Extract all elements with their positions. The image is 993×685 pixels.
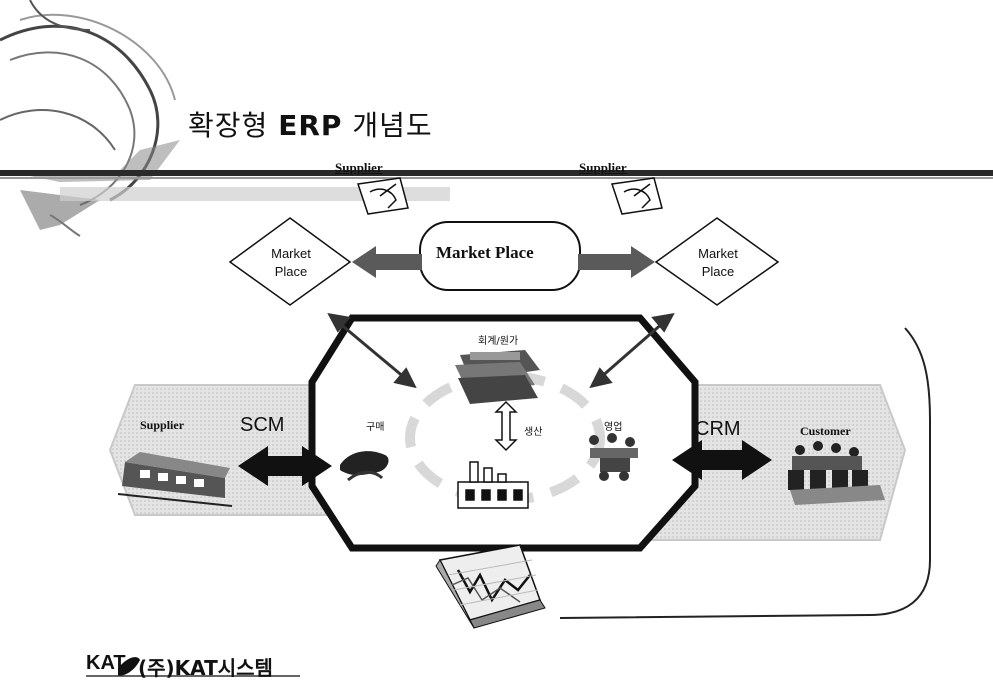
diagonal-arrow-left: [327, 313, 417, 389]
supplier-top-right-label: Supplier: [579, 160, 627, 175]
title-suffix: 개념도: [352, 109, 433, 142]
money-stack-icon: [455, 350, 540, 404]
market-place-left-line1: Market: [271, 246, 311, 261]
market-place-right-line1: Market: [698, 246, 738, 261]
factory-icon: [457, 461, 529, 509]
crm-double-arrow: [672, 440, 772, 480]
header-rule: [0, 170, 993, 179]
diagonal-arrow-right: [589, 313, 675, 389]
supplier-top-left-label: Supplier: [335, 160, 383, 175]
market-place-center-label: Market Place: [436, 243, 534, 262]
page-title: 확장형 ERP 개념도: [188, 104, 433, 144]
enterprise-boundary-outline: [559, 327, 931, 619]
train-icon: [117, 452, 233, 507]
customer-people-icon: [788, 441, 885, 505]
title-erp: ERP: [278, 109, 343, 142]
bottom-chart-icon: [435, 544, 546, 629]
customer-label: Customer: [800, 424, 851, 438]
scm-label: SCM: [240, 414, 285, 436]
market-place-right-line2: Place: [701, 264, 735, 279]
sales-meeting-icon: [589, 433, 638, 481]
footer-company-name: (주)KAT시스템: [138, 656, 273, 680]
crm-label: CRM: [695, 418, 741, 440]
title-prefix: 확장형: [188, 109, 269, 142]
market-place-left-line2: Place: [274, 264, 308, 279]
production-label: 생산: [524, 427, 543, 438]
footer-brand-logo: KAT: [86, 652, 126, 674]
market-place-right-diamond: [654, 217, 780, 306]
market-arrow-left: [352, 246, 422, 278]
sales-label: 영업: [604, 422, 623, 433]
purchasing-icon: [340, 451, 389, 482]
market-place-left-diamond: [228, 217, 352, 306]
faded-subtitle-graphic: [60, 187, 450, 201]
purchasing-label: 구매: [366, 422, 385, 433]
market-arrow-right: [578, 246, 655, 278]
accounting-cost-label: 회계/원가: [478, 336, 519, 347]
scm-double-arrow: [238, 446, 332, 486]
supplier-left-label: Supplier: [140, 418, 185, 432]
writing-hand-icon-right: [611, 177, 663, 215]
footer-logo-swoosh: [86, 657, 300, 677]
writing-hand-icon-left: [357, 177, 409, 215]
production-arrow: [494, 400, 518, 452]
